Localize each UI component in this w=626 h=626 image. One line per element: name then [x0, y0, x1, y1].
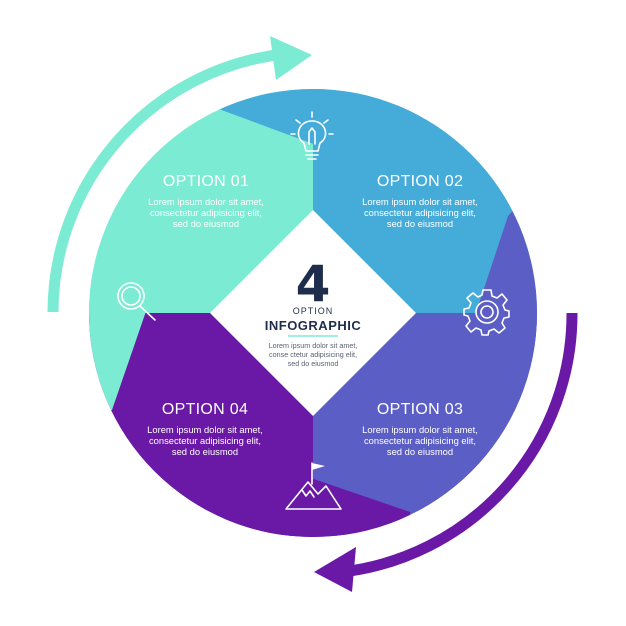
option-04-block: OPTION 04 Lorem ipsum dolor sit amet, co…: [147, 401, 263, 457]
option-03-title: OPTION 03: [377, 401, 463, 418]
curved-arrow-top-left: [47, 36, 312, 313]
mountain-flag-icon: [285, 462, 342, 510]
option-01-block: OPTION 01 Lorem ipsum dolor sit amet, co…: [148, 173, 264, 229]
option-04-body-line-2: consectetur adipisicing elit,: [149, 435, 261, 446]
center-body-line-2: conse ctetur adipisicing elit,: [269, 350, 357, 359]
lightbulb-icon: [290, 111, 334, 160]
option-01-body-line-1: Lorem ipsum dolor sit amet,: [148, 196, 264, 207]
option-01-title: OPTION 01: [163, 173, 249, 190]
magnifier-icon: [117, 282, 156, 321]
option-01-body-line-3: sed do eiusmod: [173, 218, 239, 229]
option-02-body-line-3: sed do eiusmod: [387, 218, 453, 229]
option-02-block: OPTION 02 Lorem ipsum dolor sit amet, co…: [362, 173, 478, 229]
option-01-body-line-2: consectetur adipisicing elit,: [150, 207, 262, 218]
option-04-title: OPTION 04: [162, 401, 248, 418]
arrow-head-top-left: [270, 36, 312, 80]
option-03-body-line-1: Lorem ipsum dolor sit amet,: [362, 424, 478, 435]
option-02-body-line-1: Lorem ipsum dolor sit amet,: [362, 196, 478, 207]
option-02-body-line-2: consectetur adipisicing elit,: [364, 207, 476, 218]
center-diamond: [210, 210, 416, 416]
center-body-line-1: Lorem ipsum dolor sit amet,: [269, 341, 358, 350]
center-title: INFOGRAPHIC: [265, 318, 362, 333]
gear-icon: [463, 289, 510, 336]
option-03-body-line-2: consectetur adipisicing elit,: [364, 435, 476, 446]
curved-arrow-top-left-stroke: [47, 48, 285, 313]
center-body-line-3: sed do eiusmod: [288, 359, 339, 368]
band-option-01: [89, 89, 313, 420]
center-subtitle: OPTION: [293, 306, 334, 316]
curved-arrow-bottom-right: [314, 312, 578, 592]
arrow-head-bottom-right: [314, 547, 356, 592]
option-03-block: OPTION 03 Lorem ipsum dolor sit amet, co…: [362, 401, 478, 457]
option-02-title: OPTION 02: [377, 173, 463, 190]
option-04-body-line-3: sed do eiusmod: [172, 446, 238, 457]
option-03-body-line-3: sed do eiusmod: [387, 446, 453, 457]
curved-arrow-bottom-right-stroke: [341, 312, 578, 578]
center-number: 4: [296, 255, 331, 313]
flag-shape: [312, 463, 325, 470]
option-04-body-line-1: Lorem ipsum dolor sit amet,: [147, 424, 263, 435]
